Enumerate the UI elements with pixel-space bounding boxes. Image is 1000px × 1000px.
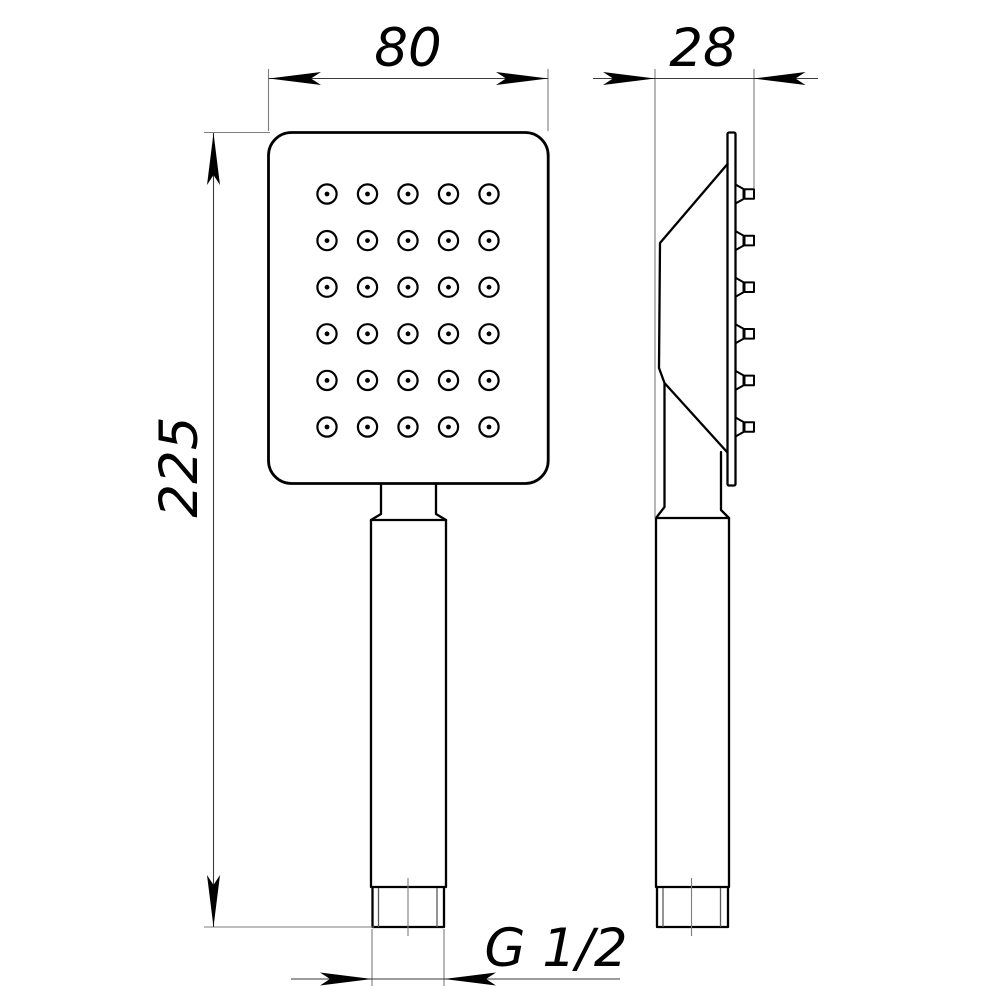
front-neck — [369, 482, 448, 522]
side-nozzle-cone — [734, 230, 745, 252]
arrow-up-icon — [207, 133, 220, 185]
nozzle-center-dot — [486, 424, 492, 430]
arrow-right-icon — [603, 72, 655, 85]
dimension-height: 225 — [149, 131, 374, 928]
nozzle-center-dot — [446, 238, 451, 244]
arrow-down-icon — [207, 875, 220, 927]
side-nozzle-cone — [734, 183, 745, 205]
side-nozzle-tip — [743, 328, 755, 340]
front-handle — [369, 518, 448, 889]
nozzle-center-dot — [446, 378, 451, 383]
dimension-thread: G 1/2 — [291, 918, 628, 986]
side-thread-connector — [655, 886, 730, 929]
side-face-plate — [726, 131, 737, 487]
arrow-left-icon — [444, 972, 496, 986]
nozzle-center-dot — [405, 331, 411, 337]
dim-thread-label: G 1/2 — [484, 918, 627, 979]
nozzle-center-dot — [324, 191, 330, 197]
nozzle-center-dot — [324, 331, 330, 337]
nozzle-center-dot — [486, 331, 492, 337]
nozzle-grid — [316, 183, 500, 438]
arrow-right-icon — [496, 72, 548, 85]
arrow-right-icon — [320, 972, 372, 986]
nozzle-center-dot — [405, 191, 411, 197]
side-nozzle-row — [734, 183, 755, 438]
nozzle-center-dot — [405, 378, 411, 383]
dim-width-label: 80 — [374, 18, 441, 79]
side-nozzle-tip — [743, 374, 755, 387]
nozzle-center-dot — [446, 284, 451, 290]
arrow-left-icon — [753, 72, 806, 85]
side-nozzle-cone — [734, 276, 745, 298]
dimension-depth: 28 — [593, 18, 818, 518]
side-nozzle-cone — [734, 323, 745, 345]
dim-height-label: 225 — [149, 416, 210, 517]
front-head-outline — [267, 131, 550, 485]
nozzle-center-dot — [486, 191, 492, 197]
nozzle-center-dot — [365, 191, 370, 197]
nozzle-center-dot — [365, 238, 370, 244]
nozzle-center-dot — [324, 378, 330, 383]
nozzle-center-dot — [365, 378, 370, 383]
nozzle-center-dot — [486, 238, 492, 244]
side-nozzle-tip — [743, 421, 755, 433]
nozzle-center-dot — [324, 424, 330, 430]
nozzle-center-dot — [365, 424, 370, 430]
side-nozzle-cone — [734, 369, 745, 391]
side-handle — [654, 516, 731, 889]
nozzle-center-dot — [446, 424, 451, 430]
side-nozzle-tip — [743, 234, 755, 247]
arrow-left-icon — [269, 72, 321, 85]
nozzle-center-dot — [324, 284, 330, 290]
dim-depth-label: 28 — [669, 18, 736, 79]
nozzle-center-dot — [365, 331, 370, 337]
nozzle-center-dot — [405, 238, 411, 244]
dimension-width: 80 — [267, 18, 549, 131]
nozzle-center-dot — [405, 284, 411, 290]
nozzle-center-dot — [446, 331, 451, 337]
nozzle-center-dot — [365, 284, 370, 290]
front-thread-lines — [377, 888, 438, 927]
nozzle-center-dot — [405, 424, 411, 430]
side-body-profile — [654, 162, 731, 520]
nozzle-center-dot — [486, 378, 492, 383]
side-nozzle-tip — [743, 281, 755, 293]
side-view — [654, 131, 755, 936]
side-nozzle-tip — [743, 188, 755, 200]
side-nozzle-cone — [734, 416, 745, 438]
nozzle-center-dot — [486, 284, 492, 290]
front-view — [267, 131, 550, 936]
nozzle-center-dot — [324, 238, 330, 244]
side-thread-lines — [662, 888, 722, 927]
nozzle-center-dot — [446, 191, 451, 197]
